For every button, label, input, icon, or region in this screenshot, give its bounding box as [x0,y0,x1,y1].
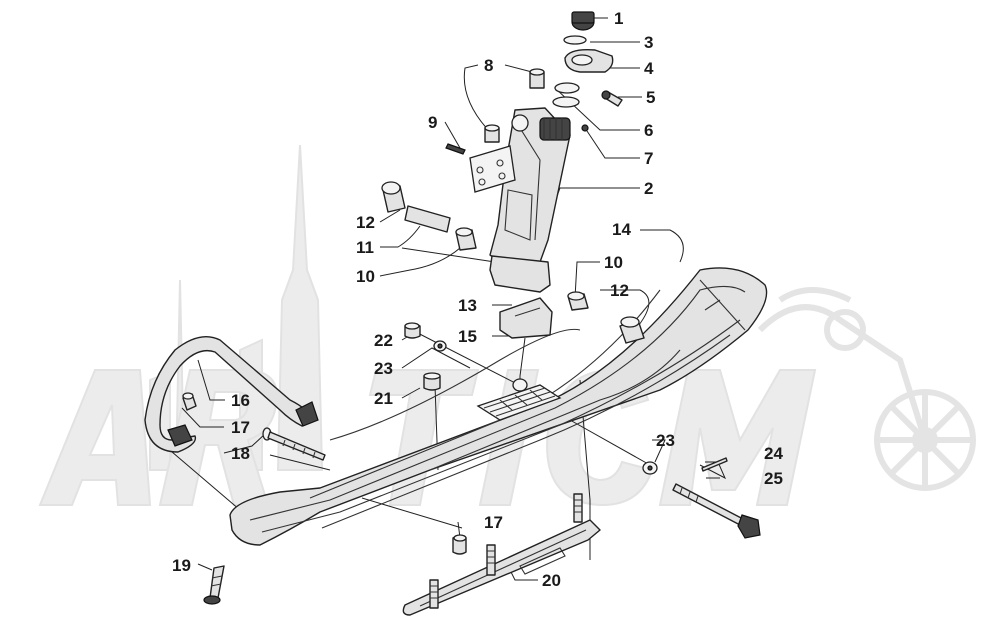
callout-8: 8 [484,56,493,75]
screw-19 [203,565,225,605]
callout-25: 25 [764,469,783,488]
callout-21: 21 [374,389,393,408]
spindle [489,107,571,293]
callout-17-left: 17 [231,418,250,437]
callout-4: 4 [644,59,654,78]
callout-20: 20 [542,571,561,590]
callout-3: 3 [644,33,653,52]
watermark [38,144,976,507]
callout-12-right: 12 [610,281,629,300]
watermark-motorcycle-icon [757,287,976,491]
right-bushings [567,291,645,344]
callout-5: 5 [646,88,655,107]
callout-23-left: 23 [374,359,393,378]
callout-1: 1 [614,9,623,28]
callout-22: 22 [374,331,393,350]
callout-23-right: 23 [656,431,675,450]
shock-bracket [445,143,516,193]
callout-14: 14 [612,220,631,239]
callout-9: 9 [428,113,437,132]
left-bushings [381,181,477,251]
wear-bar [402,493,601,616]
bushings-8 [484,68,545,143]
ski-handle [144,336,319,453]
callout-16: 16 [231,391,250,410]
callout-18: 18 [231,444,250,463]
callout-15: 15 [458,327,477,346]
ski-saddle [476,384,562,421]
callout-12-left: 12 [356,213,375,232]
callout-7: 7 [644,149,653,168]
callout-2: 2 [644,179,653,198]
callout-11: 11 [356,238,374,257]
callout-17-bottom: 17 [484,513,503,532]
callout-10-right: 10 [604,253,623,272]
callout-10-left: 10 [356,267,375,286]
callout-24: 24 [764,444,783,463]
spindle-top-hardware [552,11,623,132]
callout-13: 13 [458,296,477,315]
spacer-13 [499,297,553,339]
ski-bolt [672,457,761,539]
fasteners [182,322,658,555]
callout-labels: 1 3 4 5 8 9 6 7 2 12 14 11 10 10 12 13 2… [172,9,783,590]
callout-19: 19 [172,556,191,575]
callout-6: 6 [644,121,653,140]
